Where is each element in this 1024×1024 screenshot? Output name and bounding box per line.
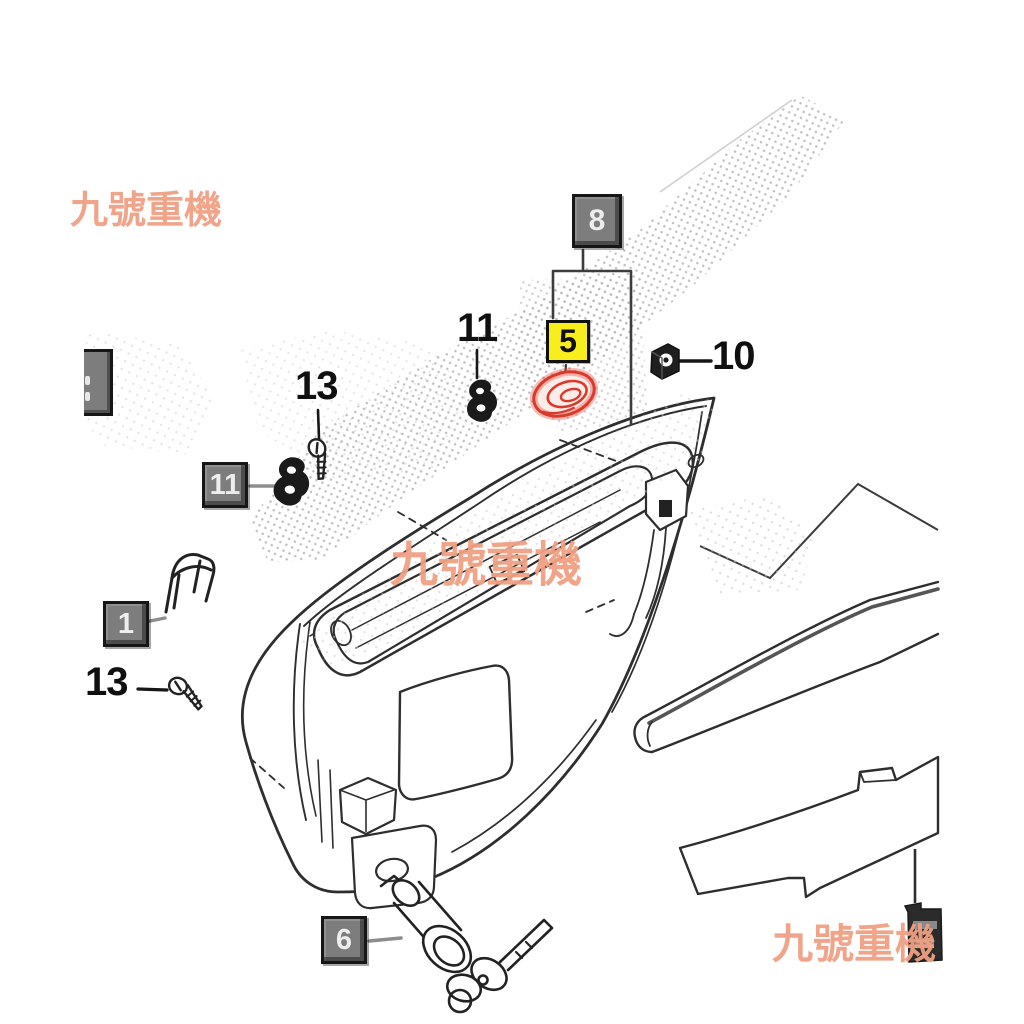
cut-off-digit-fragment — [85, 376, 90, 385]
clip-part10 — [650, 343, 680, 380]
watermark-top-left: 九號重機 — [70, 190, 223, 232]
cut-off-digit-fragment — [85, 392, 90, 401]
screw-part13-left — [163, 674, 210, 712]
part-label-box-1: 1 — [103, 601, 149, 647]
side-trim-piece — [633, 580, 940, 754]
part-number-10: 10 — [712, 336, 755, 376]
bracket-part1 — [164, 552, 216, 614]
lower-right-panel-piece — [678, 755, 940, 899]
part-label-5-text: 5 — [559, 323, 577, 359]
part-label-box-6: 6 — [321, 916, 367, 964]
clip-part11-left — [273, 457, 310, 506]
part-label-box-11: 11 — [202, 462, 248, 508]
part-number-13-left-text: 13 — [85, 660, 128, 704]
part-number-11-top: 11 — [457, 306, 498, 350]
part-number-13-left: 13 — [85, 662, 128, 702]
part-label-box-5-highlighted: 5 — [546, 320, 590, 363]
part-number-13-top-text: 13 — [295, 364, 338, 408]
part-number-13-top: 13 — [295, 366, 338, 406]
grommet-highlight-part5 — [529, 367, 599, 421]
part-number-11-top-text: 11 — [457, 306, 498, 350]
part-label-6-text: 6 — [335, 923, 353, 956]
watermark-center: 九號重機 — [390, 539, 583, 592]
part-label-8-text: 8 — [588, 204, 606, 237]
part-label-box-cut-off — [84, 349, 113, 416]
lock-cylinder-part6 — [379, 874, 554, 1014]
part-label-11-text: 11 — [209, 468, 241, 501]
small-clip-bottom-right — [903, 849, 943, 963]
inner-opening — [397, 664, 514, 801]
part-number-10-text: 10 — [712, 334, 755, 378]
halftone-over-panel — [300, 395, 815, 665]
clip-part11-top — [467, 379, 498, 422]
part-label-1-text: 1 — [117, 607, 135, 640]
watermark-bottom-right: 九號重機 — [772, 921, 936, 967]
part-label-box-8: 8 — [572, 194, 622, 248]
leader-lines — [136, 248, 713, 943]
